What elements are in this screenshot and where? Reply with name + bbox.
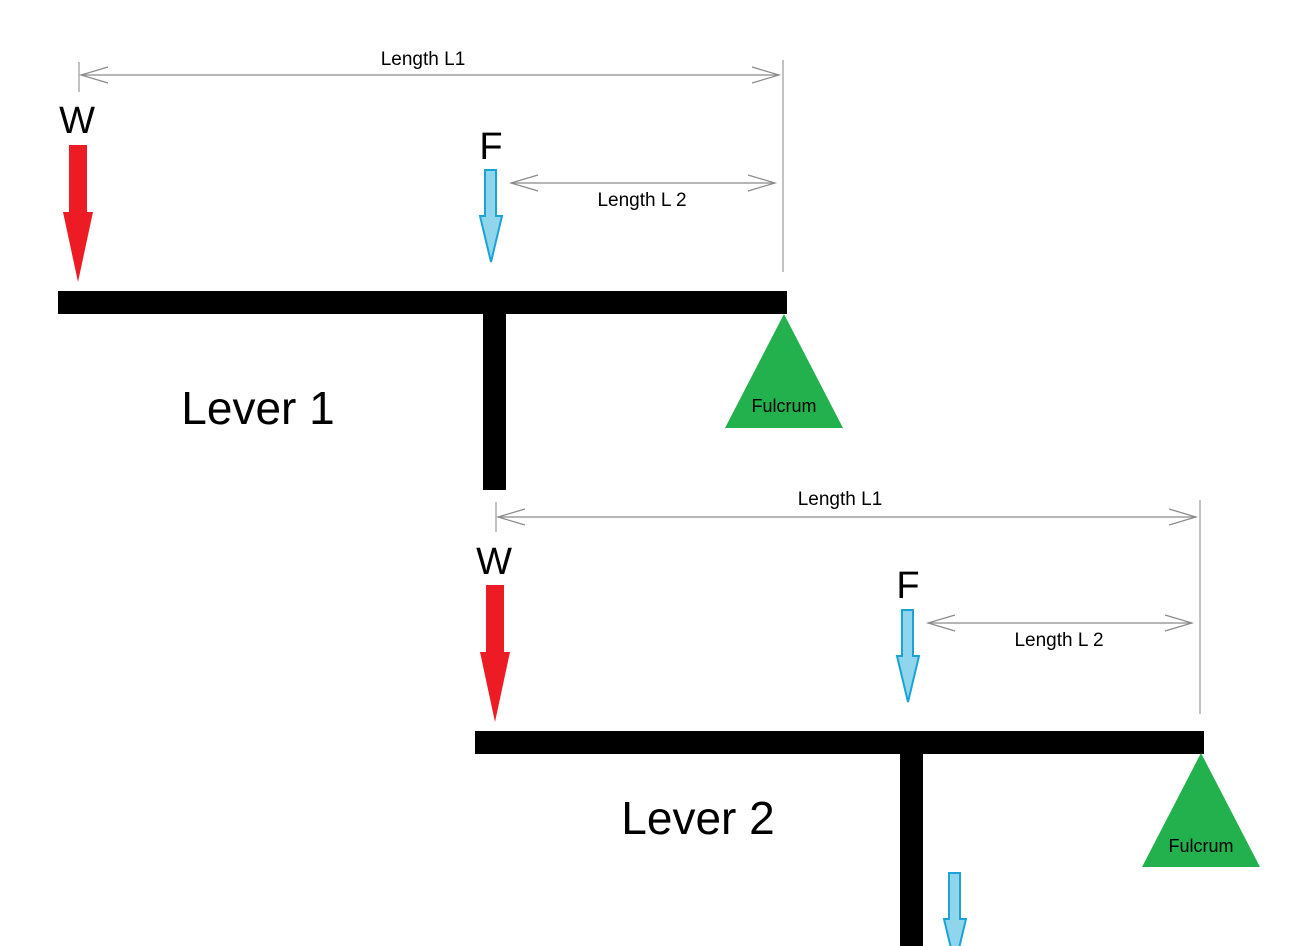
lever-1-force-arrow bbox=[478, 169, 504, 263]
lever-2-force-arrow bbox=[895, 609, 921, 703]
lever-1-l2-arrowhead-left bbox=[508, 174, 539, 192]
lever-2-l2-arrowhead-left bbox=[925, 614, 956, 632]
lever-1-weight-label: W bbox=[59, 100, 95, 142]
lever-1-l2-label: Length L 2 bbox=[597, 190, 686, 211]
lever-2-l1-label: Length L1 bbox=[798, 489, 883, 510]
lever-1-force-label: F bbox=[479, 126, 502, 168]
lever-1-l1-arrowhead-right bbox=[751, 66, 782, 84]
lever-3-force-arrow-partial bbox=[942, 872, 968, 946]
lever-2-fulcrum-label: Fulcrum bbox=[1168, 836, 1233, 856]
lever-2-post bbox=[900, 754, 923, 946]
lever-1-bar bbox=[58, 291, 787, 314]
lever-1-l1-arrowhead-left bbox=[78, 66, 109, 84]
lever-2-l2-label: Length L 2 bbox=[1014, 630, 1103, 651]
lever-1-l1-label: Length L1 bbox=[381, 49, 466, 70]
lever-2-bar bbox=[475, 731, 1204, 754]
lever-1-post bbox=[483, 314, 506, 490]
lever-2-title: Lever 2 bbox=[621, 792, 774, 844]
lever-1-weight-arrow bbox=[63, 145, 93, 282]
lever-2-l2-arrowhead-right bbox=[1164, 614, 1195, 632]
lever-1-group: Length L1 Length L 2 W F Fulcrum Lever 1 bbox=[58, 49, 843, 490]
lever-2-weight-arrow bbox=[480, 585, 510, 722]
lever-2-force-label: F bbox=[896, 565, 919, 607]
lever-2-group: Length L1 Length L 2 W F Fulcrum Lever 2 bbox=[475, 489, 1260, 946]
lever-1-fulcrum bbox=[725, 314, 843, 428]
lever-2-l1-arrowhead-right bbox=[1168, 508, 1199, 526]
lever-2-weight-label: W bbox=[476, 541, 512, 583]
lever-1-fulcrum-label: Fulcrum bbox=[751, 396, 816, 416]
lever-2-l1-arrowhead-left bbox=[495, 508, 526, 526]
lever-1-l2-arrowhead-right bbox=[747, 174, 778, 192]
lever-2-fulcrum bbox=[1142, 753, 1260, 867]
lever-1-title: Lever 1 bbox=[181, 382, 334, 434]
